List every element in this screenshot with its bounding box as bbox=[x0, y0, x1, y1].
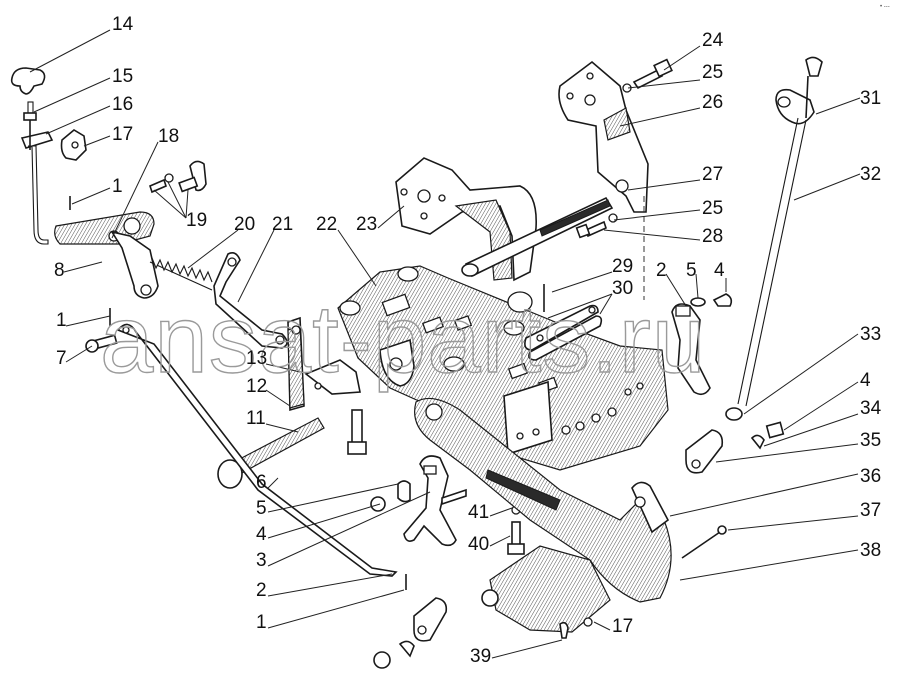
bracket-12-part bbox=[287, 316, 361, 412]
callout-18: 18 bbox=[158, 126, 179, 147]
callout-1: 1 bbox=[256, 612, 267, 633]
callout-2: 2 bbox=[256, 580, 267, 601]
bolt-4-part bbox=[750, 421, 785, 450]
corner-mark: • --- bbox=[880, 4, 890, 10]
callout-15: 15 bbox=[112, 66, 133, 87]
callout-37: 37 bbox=[860, 500, 881, 521]
callout-14: 14 bbox=[112, 14, 134, 35]
clip-part bbox=[60, 129, 87, 161]
callout-5: 5 bbox=[256, 498, 267, 519]
nut-33-part bbox=[725, 407, 743, 421]
pin-assembly-part bbox=[149, 160, 207, 194]
callout-25: 25 bbox=[702, 198, 723, 219]
callout-23: 23 bbox=[356, 214, 377, 235]
callout-20: 20 bbox=[234, 214, 255, 235]
watermark: ansat-parts.ru bbox=[100, 286, 706, 393]
callout-7: 7 bbox=[56, 348, 67, 369]
callout-17: 17 bbox=[112, 124, 133, 145]
bracket-26-part bbox=[558, 60, 649, 213]
callout-17: 17 bbox=[612, 616, 633, 637]
axle-6-part bbox=[217, 417, 325, 489]
main-housing-part bbox=[337, 265, 669, 471]
spring-part bbox=[149, 257, 213, 291]
knob-part bbox=[10, 67, 46, 95]
lever-21-part bbox=[213, 252, 288, 349]
hook-part bbox=[414, 397, 727, 603]
callout-41: 41 bbox=[468, 502, 489, 523]
fork-3-part bbox=[370, 455, 467, 547]
callout-16: 16 bbox=[112, 94, 133, 115]
bracket-23-part bbox=[395, 157, 537, 282]
callout-38: 38 bbox=[860, 540, 881, 561]
lever-part bbox=[54, 211, 159, 299]
callout-3: 3 bbox=[256, 550, 267, 571]
bolt-24-part bbox=[622, 58, 673, 93]
callout-11: 11 bbox=[246, 408, 266, 429]
callout-24: 24 bbox=[702, 30, 724, 51]
callout-29: 29 bbox=[612, 256, 633, 277]
long-rod-part bbox=[116, 323, 407, 590]
callout-8: 8 bbox=[54, 260, 65, 281]
callout-30: 30 bbox=[612, 278, 633, 299]
fork-2-part bbox=[671, 293, 733, 396]
washer-25-part bbox=[608, 213, 618, 223]
bolt-11-part bbox=[347, 409, 367, 455]
callout-19: 19 bbox=[186, 210, 207, 231]
callout-4: 4 bbox=[714, 260, 725, 281]
control-rod-part bbox=[20, 101, 54, 245]
callout-28: 28 bbox=[702, 226, 723, 247]
callout-22: 22 bbox=[316, 214, 337, 235]
bushing-35-part bbox=[685, 429, 724, 474]
callout-33: 33 bbox=[860, 324, 881, 345]
callout-5: 5 bbox=[686, 260, 697, 281]
callout-1: 1 bbox=[56, 310, 67, 331]
leader-lines bbox=[29, 29, 861, 659]
callout-25: 25 bbox=[702, 62, 723, 83]
callout-39: 39 bbox=[470, 646, 491, 667]
callout-32: 32 bbox=[860, 164, 881, 185]
callout-21: 21 bbox=[272, 214, 293, 235]
callout-labels: 14 15 16 17 18 1 19 20 21 22 23 24 25 26… bbox=[54, 14, 882, 667]
callout-2: 2 bbox=[656, 260, 667, 281]
links-30-part bbox=[507, 284, 603, 361]
callout-6: 6 bbox=[256, 472, 267, 493]
pin-7-part bbox=[85, 308, 118, 353]
callout-12: 12 bbox=[246, 376, 267, 397]
bolt-28-part bbox=[575, 220, 607, 239]
callout-40: 40 bbox=[468, 534, 489, 555]
callout-36: 36 bbox=[860, 466, 881, 487]
callout-4: 4 bbox=[860, 370, 871, 391]
callout-26: 26 bbox=[702, 92, 723, 113]
callout-13: 13 bbox=[246, 348, 267, 369]
callout-1: 1 bbox=[112, 176, 123, 197]
callout-34: 34 bbox=[860, 398, 882, 419]
callout-27: 27 bbox=[702, 164, 723, 185]
small-parts-bottom bbox=[373, 597, 569, 669]
callout-35: 35 bbox=[860, 430, 881, 451]
bottom-block-part bbox=[481, 545, 611, 633]
axle-27-part bbox=[461, 196, 614, 278]
callout-31: 31 bbox=[860, 88, 881, 109]
callout-4: 4 bbox=[256, 524, 267, 545]
clamp-rod-part bbox=[737, 56, 823, 407]
